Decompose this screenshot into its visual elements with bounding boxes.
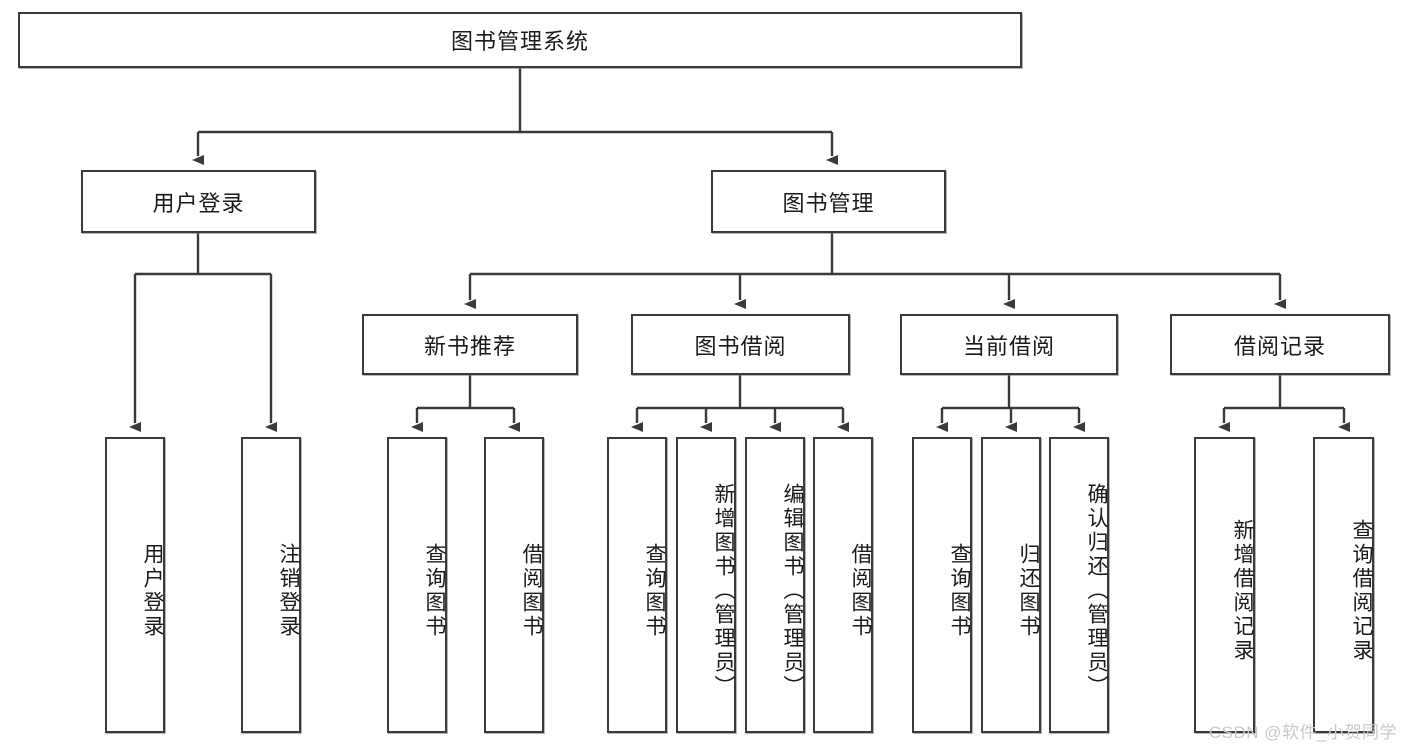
node-root-label: 图书管理系统 <box>450 29 589 54</box>
node-leaf-confirm-return[interactable]: 确认归还（管理员） <box>1049 437 1109 733</box>
node-new-book-recommend[interactable]: 新书推荐 <box>362 314 578 375</box>
node-current-borrow[interactable]: 当前借阅 <box>900 314 1118 375</box>
node-leaf-return-book-label: 归还图书 <box>1017 543 1040 639</box>
node-leaf-query-book-1-label: 查询图书 <box>423 543 446 639</box>
node-leaf-query-book-1[interactable]: 查询图书 <box>387 437 447 733</box>
node-leaf-user-login[interactable]: 用户登录 <box>105 437 165 733</box>
node-leaf-return-book[interactable]: 归还图书 <box>981 437 1041 733</box>
node-borrow-record[interactable]: 借阅记录 <box>1170 314 1390 375</box>
node-book-borrow[interactable]: 图书借阅 <box>631 314 850 375</box>
node-user-login[interactable]: 用户登录 <box>81 170 316 233</box>
node-leaf-user-logout[interactable]: 注销登录 <box>241 437 301 733</box>
node-leaf-query-book-2[interactable]: 查询图书 <box>607 437 667 733</box>
node-book-management-label: 图书管理 <box>782 190 875 216</box>
node-book-borrow-label: 图书借阅 <box>694 333 787 359</box>
node-new-book-recommend-label: 新书推荐 <box>423 333 516 359</box>
node-leaf-user-login-label: 用户登录 <box>141 543 164 639</box>
node-leaf-add-borrow-record-label: 新增借阅记录 <box>1231 519 1254 663</box>
node-root[interactable]: 图书管理系统 <box>18 12 1022 68</box>
node-leaf-add-borrow-record[interactable]: 新增借阅记录 <box>1194 437 1255 733</box>
node-leaf-query-book-3-label: 查询图书 <box>948 543 971 639</box>
node-leaf-user-logout-label: 注销登录 <box>277 543 300 639</box>
node-leaf-query-book-2-label: 查询图书 <box>643 543 666 639</box>
node-leaf-confirm-return-label: 确认归还（管理员） <box>1085 483 1108 699</box>
node-leaf-add-book-label: 新增图书（管理员） <box>712 483 735 699</box>
node-leaf-borrow-book-1-label: 借阅图书 <box>520 543 543 639</box>
watermark: CSDN @软件_小贺同学 <box>1208 723 1397 742</box>
node-leaf-query-borrow-record[interactable]: 查询借阅记录 <box>1313 437 1374 733</box>
node-leaf-query-book-3[interactable]: 查询图书 <box>912 437 972 733</box>
node-leaf-query-borrow-record-label: 查询借阅记录 <box>1350 519 1373 663</box>
node-book-management[interactable]: 图书管理 <box>711 170 946 233</box>
node-leaf-edit-book[interactable]: 编辑图书（管理员） <box>745 437 805 733</box>
node-leaf-borrow-book-2-label: 借阅图书 <box>849 543 872 639</box>
node-leaf-edit-book-label: 编辑图书（管理员） <box>781 483 804 699</box>
node-borrow-record-label: 借阅记录 <box>1233 333 1326 359</box>
node-leaf-borrow-book-1[interactable]: 借阅图书 <box>484 437 544 733</box>
node-leaf-add-book[interactable]: 新增图书（管理员） <box>676 437 736 733</box>
node-leaf-borrow-book-2[interactable]: 借阅图书 <box>813 437 873 733</box>
node-current-borrow-label: 当前借阅 <box>962 333 1055 359</box>
node-user-login-label: 用户登录 <box>152 190 245 216</box>
